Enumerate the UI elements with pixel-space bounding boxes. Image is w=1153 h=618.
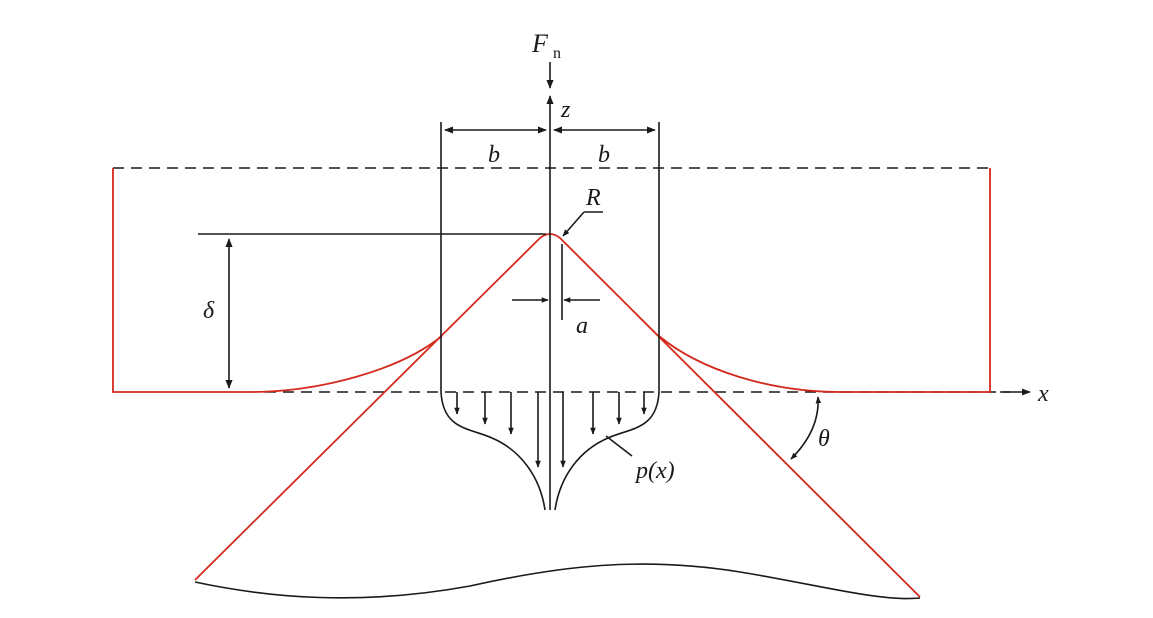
force-label: F <box>531 29 549 58</box>
deformed-surface-left <box>112 168 443 393</box>
angle-label: θ <box>818 426 830 452</box>
x-axis-label: x <box>1037 381 1049 407</box>
deformed-surface-right <box>658 168 991 393</box>
indenter-base-curve <box>194 563 921 600</box>
angle-arc <box>790 396 822 460</box>
pressure-leader-line <box>605 435 633 457</box>
half-width-right-label: b <box>598 142 610 168</box>
indenter-profile <box>194 233 921 598</box>
pressure-label: p(x) <box>634 458 675 484</box>
radius-label: R <box>585 185 601 211</box>
tip-offset-label: a <box>576 313 588 339</box>
force-subscript: n <box>553 45 561 62</box>
z-axis-label: z <box>560 97 571 123</box>
pressure-curve-left <box>440 391 546 511</box>
radius-leader-arrow <box>562 211 585 237</box>
depth-label: δ <box>203 298 215 324</box>
half-width-left-label: b <box>488 142 500 168</box>
pressure-arrows <box>454 392 647 468</box>
